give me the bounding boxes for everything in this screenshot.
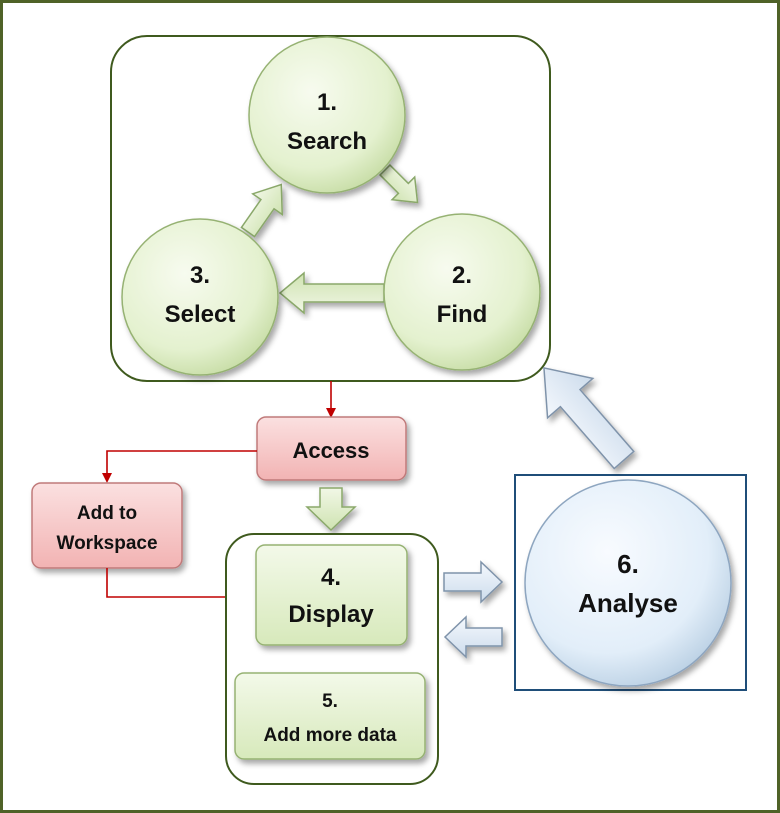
display-label: Display <box>288 601 374 628</box>
arrow-find-to-select <box>278 271 385 315</box>
more-data-label: Add more data <box>263 725 396 746</box>
select-step-number: 3. <box>190 262 210 289</box>
select-step-label: Select <box>165 301 236 328</box>
display-number: 4. <box>321 564 341 591</box>
analyse-step: 6. Analyse <box>524 479 732 687</box>
search-step-label: Search <box>287 128 367 155</box>
search-step-number: 1. <box>317 89 337 116</box>
arrow-search-to-find <box>378 163 419 204</box>
find-step-label: Find <box>437 301 488 328</box>
workspace-label-line1: Add to <box>77 503 137 524</box>
arrow-access-to-display <box>305 487 357 532</box>
arrow-analyse-to-display <box>443 615 503 659</box>
find-step: 2. Find <box>383 213 541 371</box>
connector-workspace-to-display <box>106 568 255 602</box>
analyse-number: 6. <box>617 549 639 579</box>
access-label: Access <box>292 438 369 463</box>
arrow-display-to-analyse <box>443 560 504 604</box>
arrow-analyse-to-cycle <box>543 366 635 470</box>
arrow-select-to-search <box>240 183 284 238</box>
find-step-number: 2. <box>452 262 472 289</box>
analyse-label: Analyse <box>578 588 678 618</box>
add-to-workspace-box: Add to Workspace <box>31 482 183 569</box>
display-box: 4. Display <box>255 544 408 646</box>
more-data-number: 5. <box>322 691 338 712</box>
search-step: 1. Search <box>248 36 406 194</box>
workspace-label-line2: Workspace <box>56 533 157 554</box>
add-more-data-box: 5. Add more data <box>234 672 426 760</box>
connector-access-to-workspace <box>102 450 257 483</box>
access-box: Access <box>256 416 407 481</box>
select-step: 3. Select <box>121 218 279 376</box>
